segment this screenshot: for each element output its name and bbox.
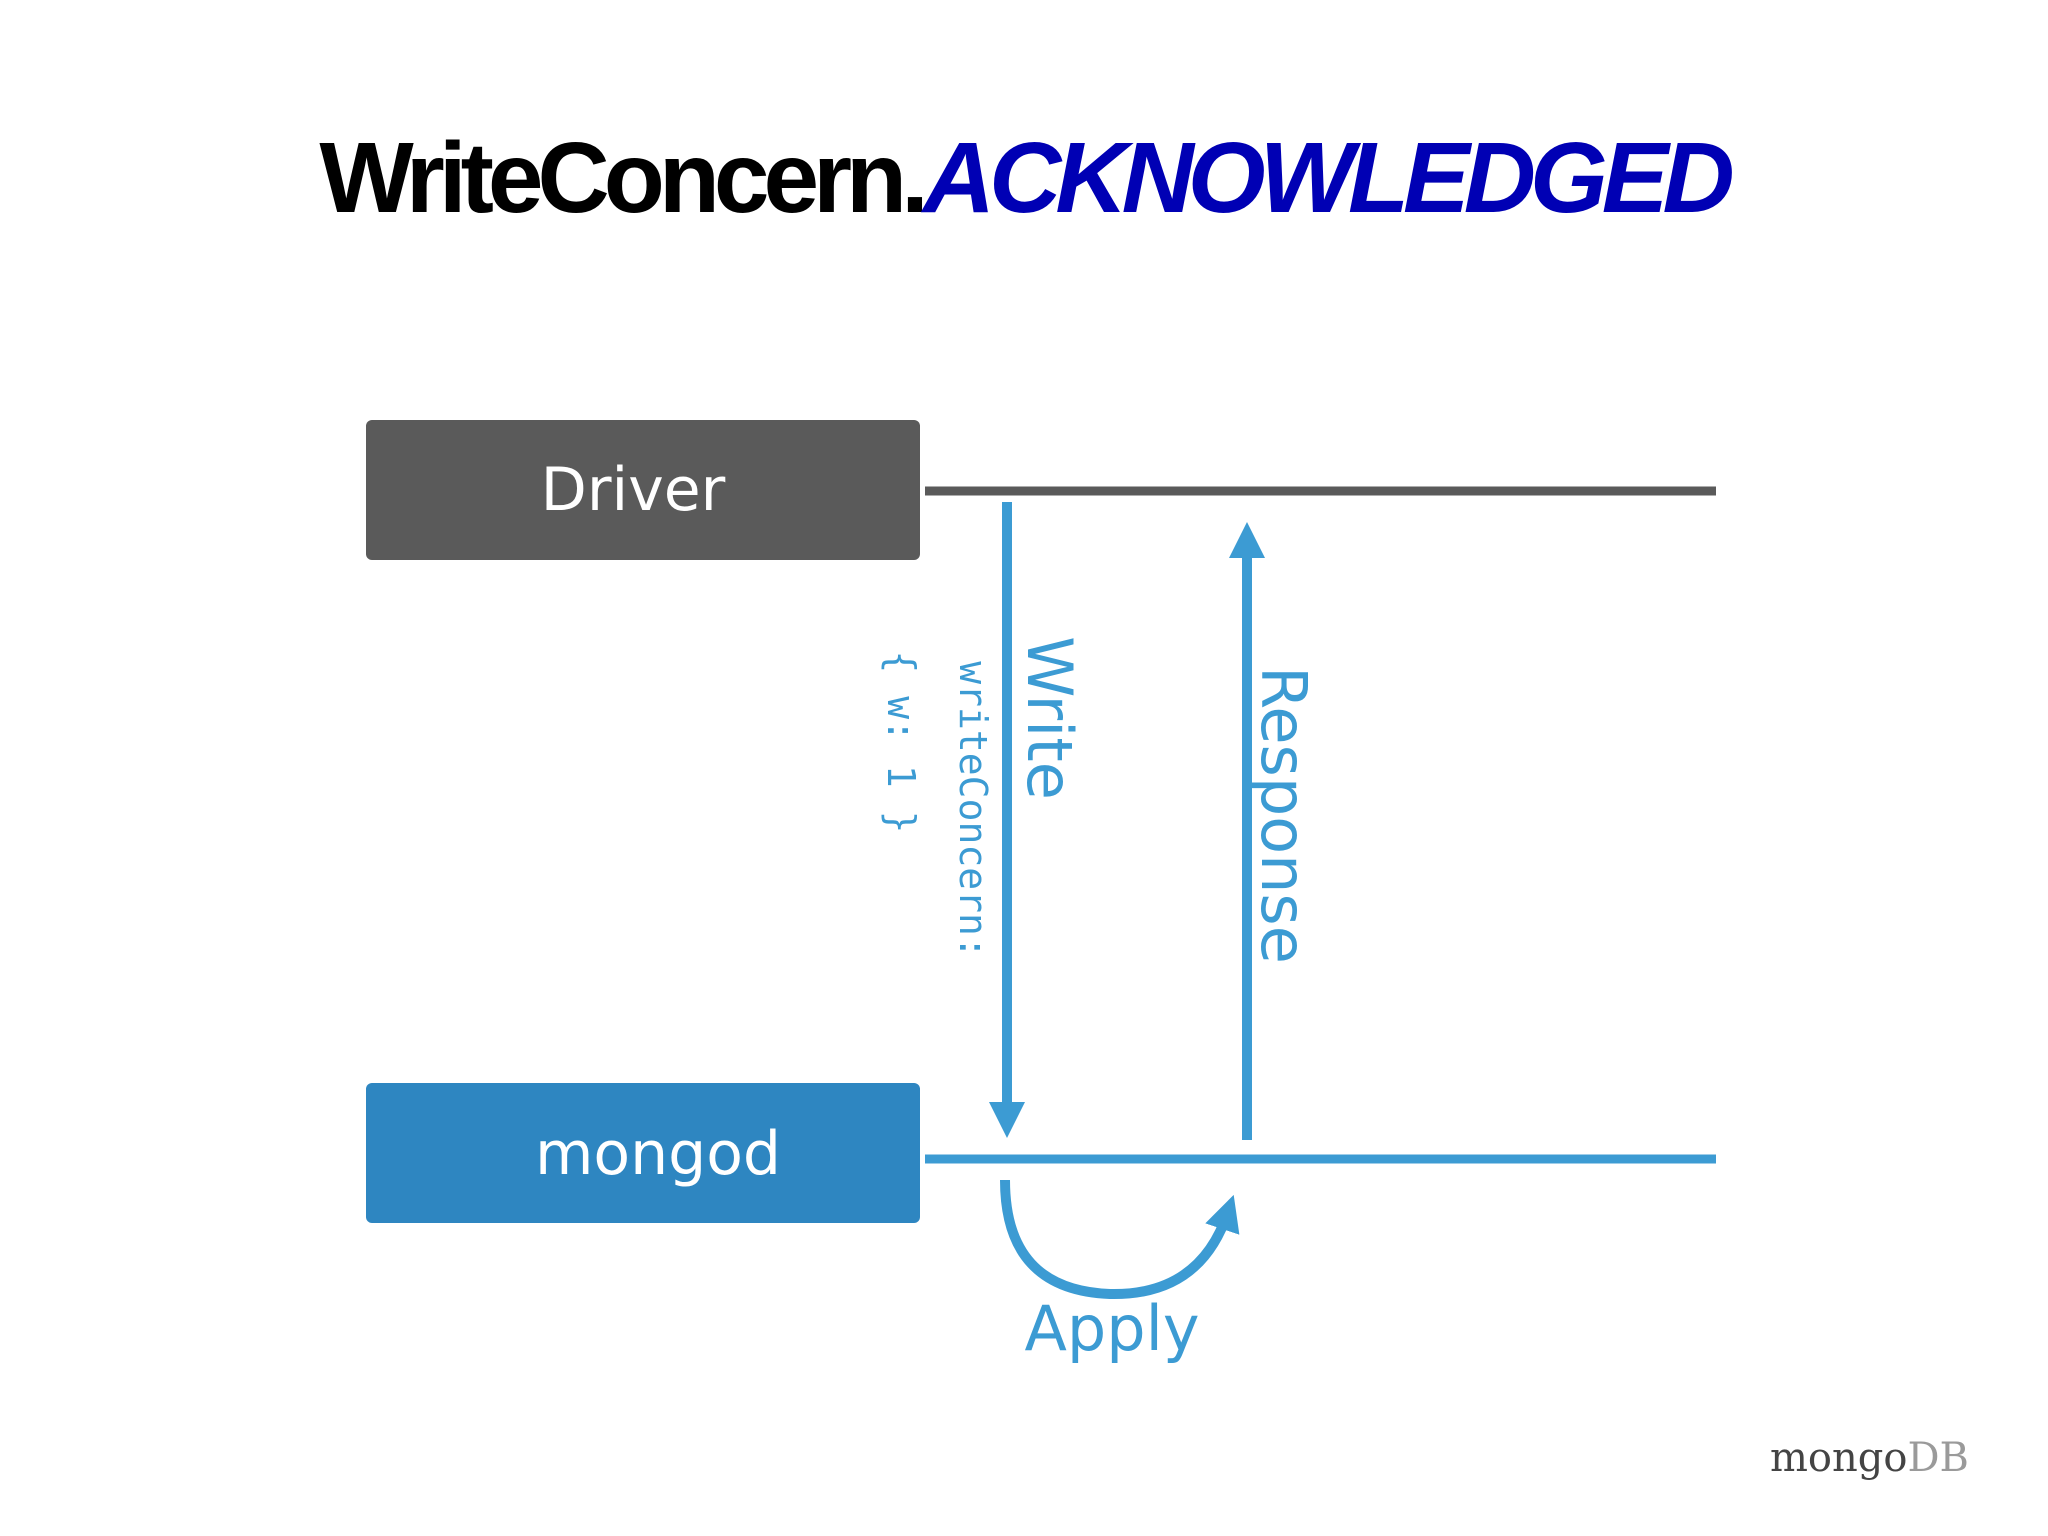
mongod-label: mongod xyxy=(535,1119,781,1189)
mongod-box xyxy=(366,1083,920,1223)
apply-arrow xyxy=(1000,1179,1240,1300)
response-label: Response xyxy=(1247,666,1320,964)
driver-label: Driver xyxy=(541,455,726,525)
mongodb-logo: mongoDB xyxy=(1770,1438,1969,1478)
write-concern-value: { w: 1 } xyxy=(879,650,923,833)
logo-part-b: DB xyxy=(1907,1435,1969,1481)
title-prefix: WriteConcern. xyxy=(319,122,929,234)
slide-title: WriteConcern.ACKNOWLEDGED xyxy=(0,128,2048,228)
apply-label: Apply xyxy=(1024,1292,1199,1365)
write-concern-label: writeConcern: xyxy=(951,661,995,958)
title-suffix: ACKNOWLEDGED xyxy=(922,122,1735,234)
logo-part-a: mongo xyxy=(1770,1435,1908,1481)
write-label: Write xyxy=(1013,636,1086,800)
driver-box xyxy=(366,420,920,560)
